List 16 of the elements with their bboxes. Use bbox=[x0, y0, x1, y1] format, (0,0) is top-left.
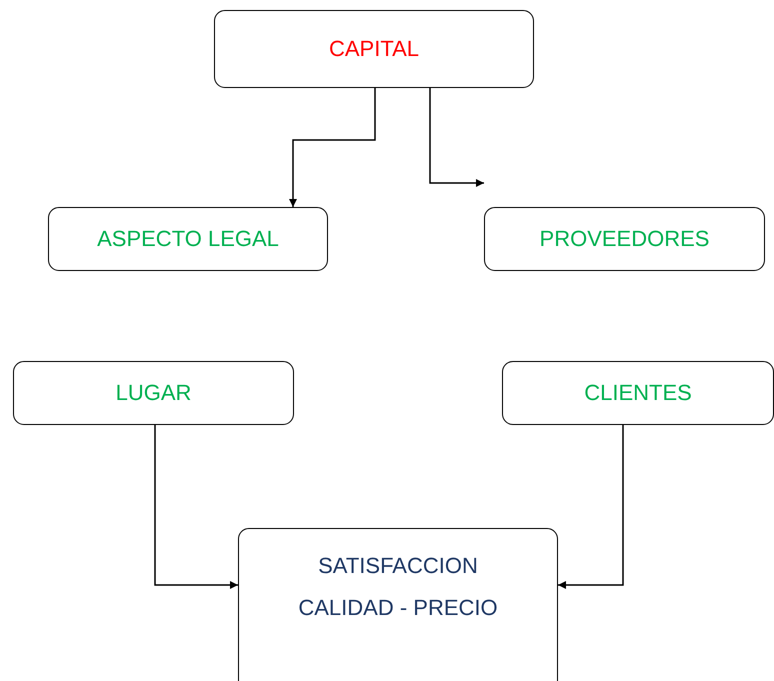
node-label: LUGAR bbox=[116, 379, 192, 408]
node-label: CLIENTES bbox=[584, 379, 692, 408]
rounded-box bbox=[214, 10, 534, 88]
rounded-box bbox=[238, 528, 558, 681]
rounded-box bbox=[48, 207, 328, 271]
rounded-box bbox=[502, 361, 774, 425]
arrow bbox=[289, 88, 376, 207]
arrow bbox=[429, 88, 484, 187]
node-label: ASPECTO LEGAL bbox=[97, 225, 279, 254]
node-label: SATISFACCION CALIDAD - PRECIO bbox=[297, 552, 499, 622]
rounded-box bbox=[484, 207, 765, 271]
arrow bbox=[154, 425, 238, 589]
rounded-box bbox=[13, 361, 294, 425]
arrow bbox=[558, 425, 624, 589]
node-label: PROVEEDORES bbox=[540, 225, 710, 254]
node-label: CAPITAL bbox=[328, 35, 420, 64]
